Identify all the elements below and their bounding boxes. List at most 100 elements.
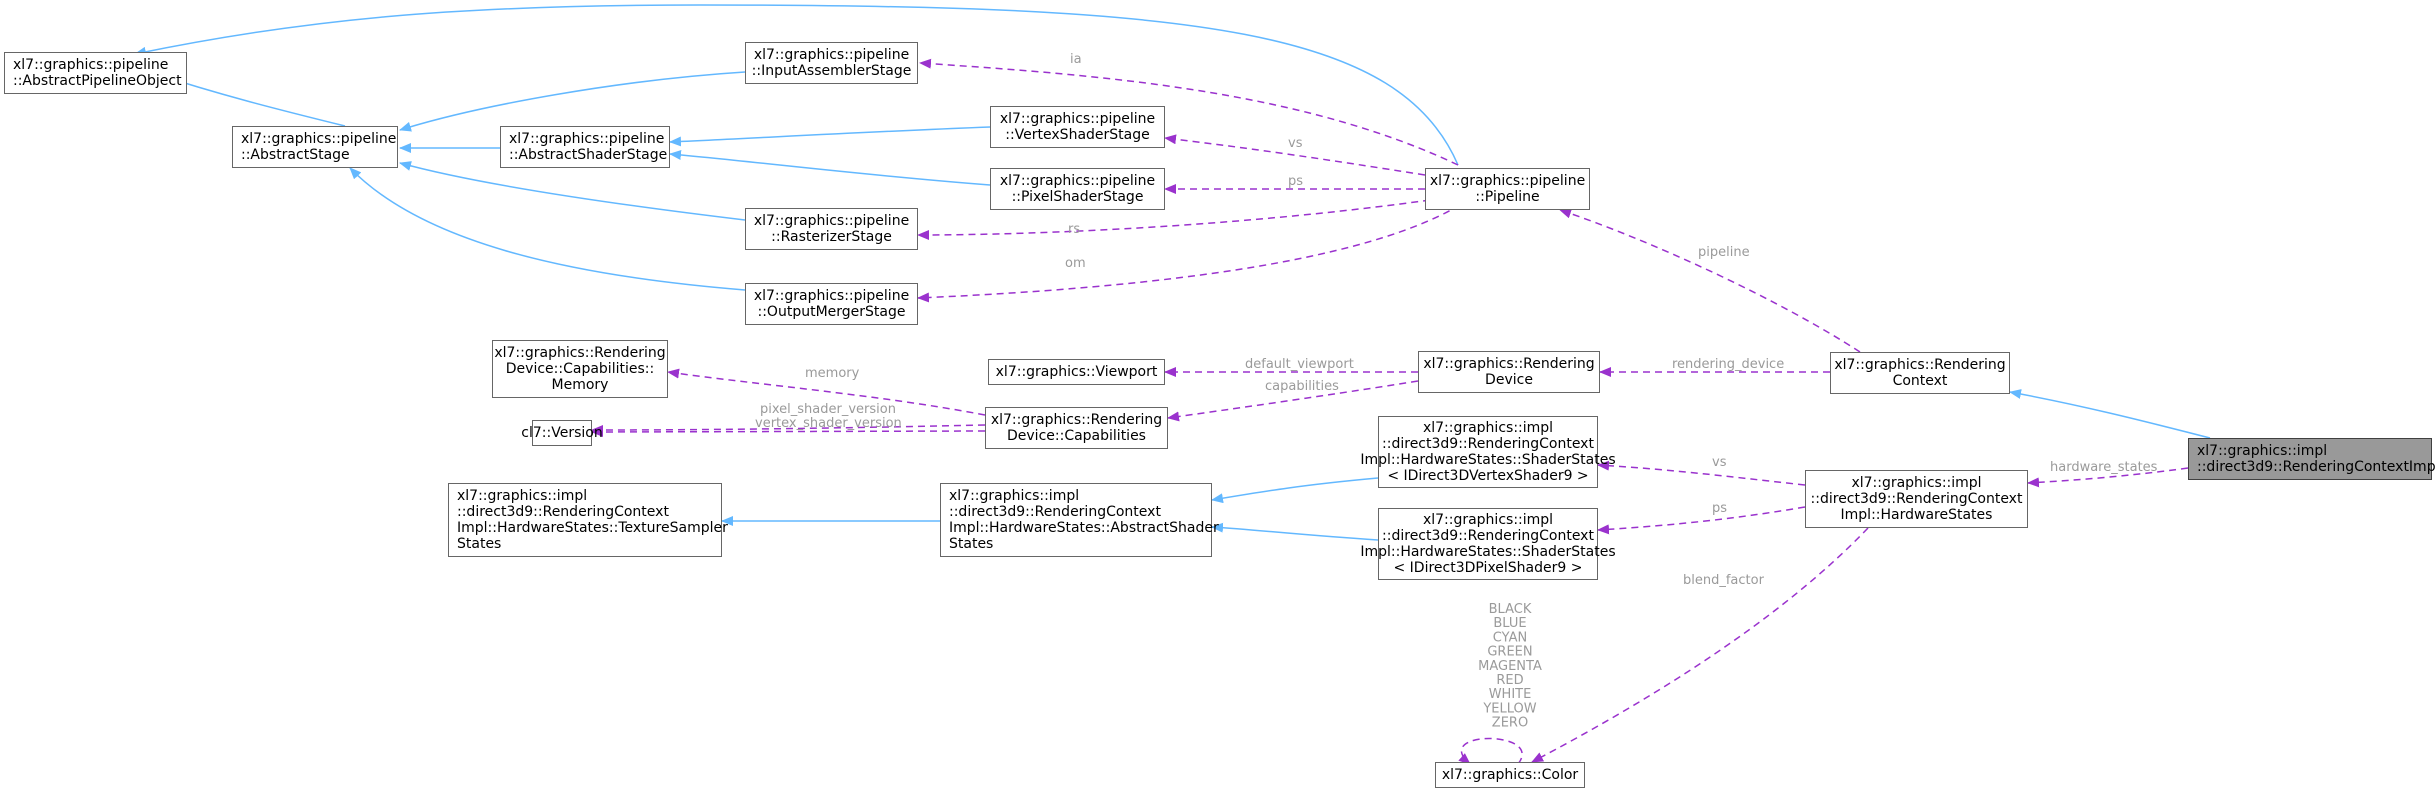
node-label-line: xl7::graphics::pipeline xyxy=(509,131,665,147)
node-input-assembler-stage[interactable]: xl7::graphics::pipeline::InputAssemblerS… xyxy=(745,42,918,84)
color-constant-label: BLACK xyxy=(1489,602,1532,617)
node-label-line: xl7::graphics::Rendering xyxy=(494,345,666,361)
node-output-merger-stage[interactable]: xl7::graphics::pipeline::OutputMergerSta… xyxy=(745,283,918,325)
edge-pipeline-vs-vertexshaderstage xyxy=(1164,134,1426,176)
edge-label-memory: memory xyxy=(805,366,860,381)
node-label-line: ::VertexShaderStage xyxy=(1005,127,1150,143)
node-label-line: Device::Capabilities:: xyxy=(505,361,655,377)
edge-color-self-constants xyxy=(1458,737,1523,765)
node-label-line: xl7::graphics::pipeline xyxy=(999,111,1156,127)
node-pixel-shader-stage[interactable]: xl7::graphics::pipeline::PixelShaderStag… xyxy=(990,168,1165,210)
node-label-line: xl7::graphics::Rendering xyxy=(990,412,1163,428)
color-constant-label: RED xyxy=(1496,673,1523,688)
edge-label-hardware-states: hardware_states xyxy=(2050,460,2158,475)
node-viewport[interactable]: xl7::graphics::Viewport xyxy=(988,359,1165,385)
edge-devicecapabilities-memory xyxy=(667,368,986,416)
node-label-line: xl7::graphics::pipeline xyxy=(753,47,910,63)
color-constant-label: ZERO xyxy=(1492,716,1528,731)
edge-label-blend-factor: blend_factor xyxy=(1683,573,1765,588)
edge-shaderstatespixel-to-abstractshaderstates xyxy=(1211,522,1379,541)
node-label-line: xl7::graphics::impl xyxy=(1422,420,1554,436)
edge-label-vertex-shader-version: vertex_shader_version xyxy=(755,416,902,431)
node-shader-states-vertex[interactable]: xl7::graphics::impl::direct3d9::Renderin… xyxy=(1360,416,1616,488)
node-label-line: xl7::graphics::Color xyxy=(1441,767,1579,783)
color-constant-label: YELLOW xyxy=(1482,701,1536,716)
edge-rasterizerstage-to-abstractstage xyxy=(399,161,746,221)
edge-label-om: om xyxy=(1065,256,1086,271)
node-abstract-shader-states[interactable]: xl7::graphics::impl::direct3d9::Renderin… xyxy=(940,483,1219,557)
node-label-line: xl7::graphics::impl xyxy=(1851,475,1982,491)
node-pipeline[interactable]: xl7::graphics::pipeline::Pipeline xyxy=(1425,168,1590,210)
node-label-line: Memory xyxy=(551,377,609,393)
edge-label-ia: ia xyxy=(1070,52,1082,67)
node-label-line: xl7::graphics::Rendering xyxy=(1423,356,1595,372)
node-rendering-context-impl[interactable]: xl7::graphics::impl::direct3d9::Renderin… xyxy=(2188,438,2436,480)
edge-label-rendering-device: rendering_device xyxy=(1672,357,1784,372)
edge-pipeline-rs-rasterizerstage xyxy=(917,199,1431,240)
node-shader-states-pixel[interactable]: xl7::graphics::impl::direct3d9::Renderin… xyxy=(1360,508,1616,580)
edge-label-default-viewport: default_viewport xyxy=(1245,357,1354,372)
node-rasterizer-stage[interactable]: xl7::graphics::pipeline::RasterizerStage xyxy=(745,208,918,250)
edge-shaderstatesvertex-to-abstractshaderstates xyxy=(1211,477,1379,504)
node-vertex-shader-stage[interactable]: xl7::graphics::pipeline::VertexShaderSta… xyxy=(990,106,1165,148)
color-constant-label: WHITE xyxy=(1489,687,1532,702)
node-label-line: xl7::graphics::pipeline xyxy=(753,213,910,229)
node-label-line: xl7::graphics::Viewport xyxy=(995,364,1158,380)
edge-hardwarestates-vs-shaderstatesvertex xyxy=(1597,460,1806,486)
edge-label-pipeline: pipeline xyxy=(1698,245,1750,260)
edge-hardwarestates-blend-factor-color xyxy=(1531,527,1869,763)
edge-hardwarestates-ps-shaderstatespixel xyxy=(1597,506,1806,535)
edge-label-color-constants: BLACKBLUECYANGREENMAGENTAREDWHITEYELLOWZ… xyxy=(1478,602,1542,731)
edge-outputmergerstage-to-abstractstage xyxy=(349,167,746,291)
node-label-line: ::AbstractShaderStage xyxy=(509,147,668,163)
node-hardware-states[interactable]: xl7::graphics::impl::direct3d9::Renderin… xyxy=(1805,470,2028,528)
node-label-line: ::OutputMergerStage xyxy=(757,304,906,320)
node-color[interactable]: xl7::graphics::Color xyxy=(1435,762,1585,788)
node-label-line: ::direct3d9::RenderingContextImpl xyxy=(2197,459,2436,475)
node-label-line: xl7::graphics::Rendering xyxy=(1834,357,2006,373)
node-label-line: ::direct3d9::RenderingContext xyxy=(1382,436,1594,452)
node-label-line: Impl::HardwareStates xyxy=(1840,507,1993,523)
node-label-line: ::PixelShaderStage xyxy=(1011,189,1144,205)
edge-vertexshaderstage-to-abstractshaderstage xyxy=(669,126,991,147)
color-constant-label: GREEN xyxy=(1487,645,1532,660)
edge-renderingcontext-pipeline xyxy=(1559,208,1861,353)
node-label-line: Device xyxy=(1485,372,1533,388)
node-label-line: ::direct3d9::RenderingContext xyxy=(949,504,1161,520)
color-constant-label: MAGENTA xyxy=(1478,659,1542,674)
node-label-line: xl7::graphics::pipeline xyxy=(13,57,169,73)
edge-pipeline-om-outputmergerstage xyxy=(917,204,1461,303)
node-label-line: Impl::HardwareStates::TextureSampler xyxy=(457,520,728,536)
node-label-line: Impl::HardwareStates::ShaderStates xyxy=(1360,452,1616,468)
edge-inputassemblerstage-to-abstractstage xyxy=(399,71,746,132)
node-version[interactable]: cl7::Version xyxy=(521,420,603,446)
node-abstract-shader-stage[interactable]: xl7::graphics::pipeline::AbstractShaderS… xyxy=(500,126,670,168)
node-label-line: xl7::graphics::pipeline xyxy=(753,288,910,304)
node-texture-sampler-states[interactable]: xl7::graphics::impl::direct3d9::Renderin… xyxy=(448,483,728,557)
node-label-line: Context xyxy=(1892,373,1948,389)
edge-renderingcontextimpl-to-renderingcontext xyxy=(2009,389,2211,439)
node-label-line: xl7::graphics::impl xyxy=(457,488,588,504)
node-label-line: xl7::graphics::pipeline xyxy=(241,131,397,147)
color-constant-label: BLUE xyxy=(1493,616,1526,631)
node-label-line: ::direct3d9::RenderingContext xyxy=(457,504,669,520)
node-label-line: ::Pipeline xyxy=(1475,189,1540,205)
node-label-line: ::direct3d9::RenderingContext xyxy=(1810,491,2023,507)
node-abstract-stage[interactable]: xl7::graphics::pipeline::AbstractStage xyxy=(232,126,398,168)
node-label-line: ::RasterizerStage xyxy=(771,229,892,245)
node-label-line: < IDirect3DVertexShader9 > xyxy=(1387,468,1589,484)
node-label-line: ::direct3d9::RenderingContext xyxy=(1382,528,1594,544)
node-label-line: xl7::graphics::impl xyxy=(1422,512,1554,528)
edge-label-rs: rs xyxy=(1068,222,1080,237)
node-label-line: xl7::graphics::impl xyxy=(949,488,1080,504)
edge-devicecapabilities-vertex-shader-version xyxy=(591,426,986,437)
node-label-line: Device::Capabilities xyxy=(1007,428,1146,444)
node-abstract-pipeline-object[interactable]: xl7::graphics::pipeline::AbstractPipelin… xyxy=(4,52,187,94)
node-label-line: Impl::HardwareStates::AbstractShader xyxy=(949,520,1219,536)
edge-label-vs-states: vs xyxy=(1712,455,1727,470)
